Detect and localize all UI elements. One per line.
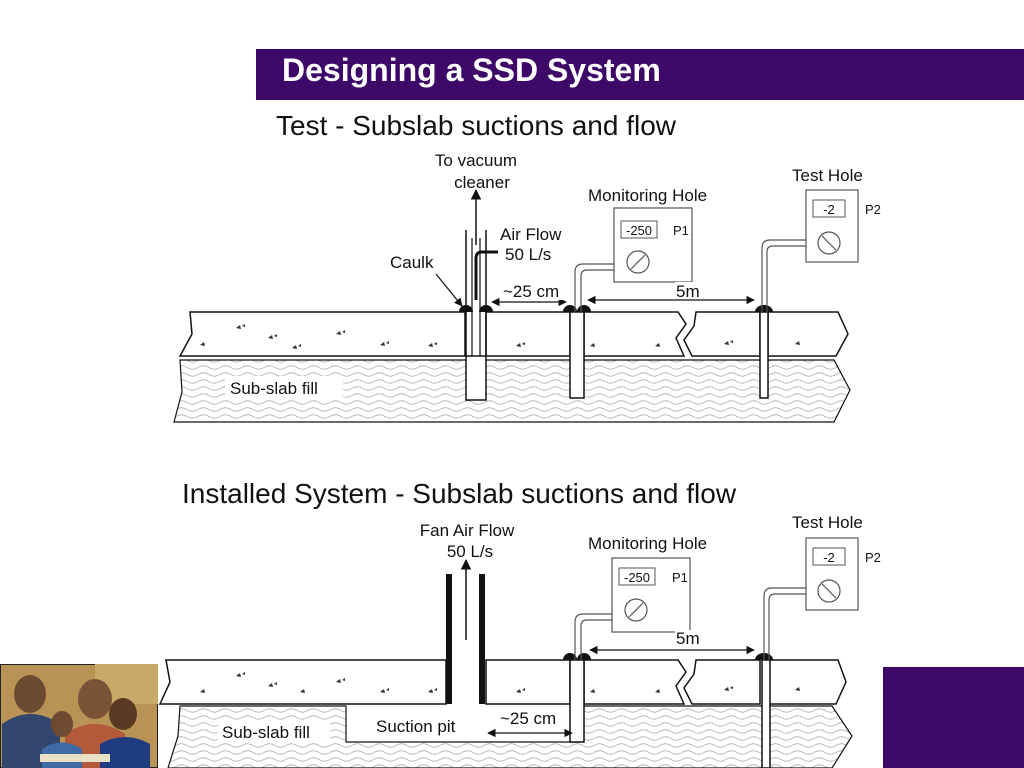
corner-accent-block — [883, 667, 1024, 768]
title-bar — [256, 49, 1024, 100]
test-caulk-pointer — [435, 273, 463, 307]
test-test-hole — [759, 311, 769, 399]
test-fill-label: Sub-slab fill — [230, 379, 318, 398]
test-distance-1: ~25 cm — [503, 282, 559, 301]
installed-pit-label: Suction pit — [376, 717, 456, 736]
test-airflow-pointer — [474, 250, 498, 300]
test-monitoring-hole — [569, 311, 585, 399]
installed-monitoring-tube — [574, 613, 612, 660]
test-heading: Test - Subslab suctions and flow — [276, 110, 677, 141]
test-caulk-left — [459, 305, 473, 312]
test-airflow-label-1: Air Flow — [500, 225, 562, 244]
test-slab-right-c — [767, 311, 849, 357]
installed-monitoring-reading: -250 — [624, 570, 650, 585]
test-distance-2: 5m — [676, 282, 700, 301]
installed-distance-2: 5m — [676, 629, 700, 648]
installed-slab-aggregate — [200, 672, 800, 693]
test-vacuum-label-2: cleaner — [454, 173, 510, 192]
test-monitoring-reading: -250 — [626, 223, 652, 238]
installed-slab-right-b — [683, 659, 761, 705]
test-monitoring-title: Monitoring Hole — [588, 186, 707, 205]
installed-testhole-tag: P2 — [865, 550, 881, 565]
test-monitoring-tube — [574, 263, 614, 312]
installed-slab-middle — [485, 659, 571, 705]
installed-slab-right-a — [583, 659, 687, 705]
test-vacuum-label-1: To vacuum — [435, 151, 517, 170]
test-airflow-label-2: 50 L/s — [505, 245, 551, 264]
installed-fill-label: Sub-slab fill — [222, 723, 310, 742]
installed-testhole-tube — [763, 587, 806, 660]
test-slab-right-a — [583, 311, 687, 357]
test-slab-left — [178, 311, 466, 357]
installed-testhole-title: Test Hole — [792, 513, 863, 532]
test-testhole-reading: -2 — [823, 202, 835, 217]
test-monitoring-gauge — [613, 207, 693, 283]
installed-slab-left — [158, 659, 447, 705]
test-slab-aggregate — [200, 324, 800, 349]
installed-slab-right-c — [767, 659, 847, 705]
test-slab-middle — [485, 311, 571, 357]
installed-fan-label-2: 50 L/s — [447, 542, 493, 561]
installed-fan-label-1: Fan Air Flow — [420, 521, 515, 540]
test-suction-hole — [465, 355, 487, 401]
test-testhole-title: Test Hole — [792, 166, 863, 185]
installed-distance-1: ~25 cm — [500, 709, 556, 728]
test-monitoring-tag: P1 — [673, 223, 689, 238]
installed-subslab-fill — [167, 705, 853, 768]
installed-test-hole — [761, 659, 771, 768]
installed-heading: Installed System - Subslab suctions and … — [182, 478, 737, 509]
installed-monitoring-tag: P1 — [672, 570, 688, 585]
family-photo — [0, 664, 158, 768]
installed-testhole-reading: -2 — [823, 550, 835, 565]
slide-title: Designing a SSD System — [282, 52, 661, 88]
test-subslab-fill — [173, 359, 851, 423]
installed-monitoring-hole — [569, 659, 585, 743]
test-slab-right-b — [683, 311, 761, 357]
test-caulk-label: Caulk — [390, 253, 434, 272]
test-testhole-tag: P2 — [865, 202, 881, 217]
test-caulk-right — [479, 305, 493, 312]
installed-monitoring-title: Monitoring Hole — [588, 534, 707, 553]
test-testhole-tube — [761, 239, 806, 312]
